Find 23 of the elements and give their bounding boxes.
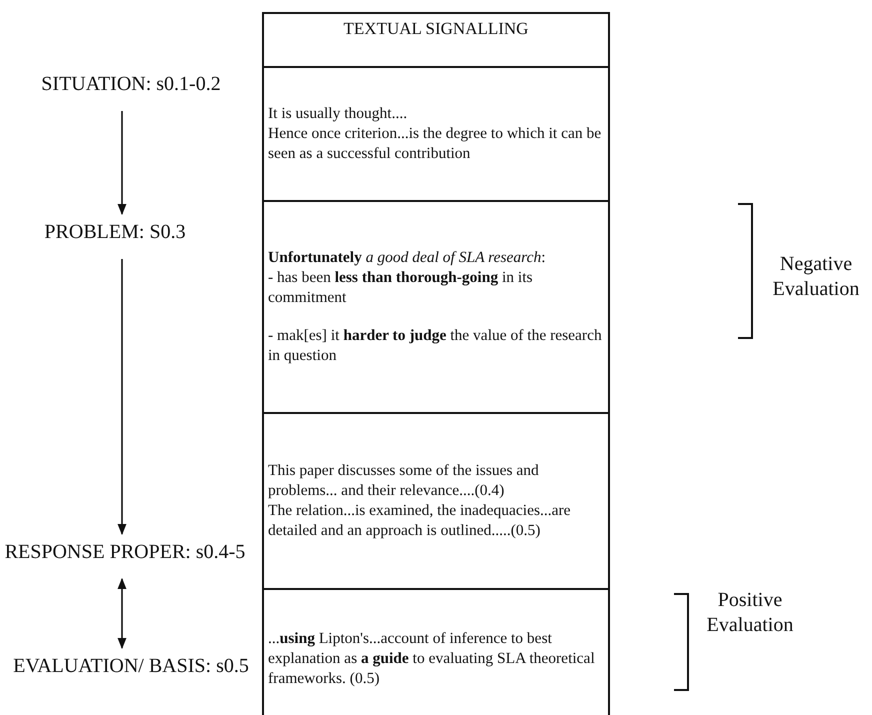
cell-text: - mak[es] it harder to judge the value of the research in question bbox=[268, 326, 603, 366]
cell-text: It is usually thought.... bbox=[268, 104, 408, 124]
cell-text: - has been less than thorough-going in its commitment bbox=[268, 268, 534, 308]
table-cell bbox=[262, 412, 610, 590]
stage-label: PROBLEM: S0.3 bbox=[0, 220, 230, 245]
arrow bbox=[118, 578, 126, 650]
annotation-label: Positive Evaluation bbox=[706, 588, 794, 638]
table-cell bbox=[262, 588, 610, 715]
cell-text: The relation...is examined, the inadequacies...are detailed and an approach is outlined.....(0.5) bbox=[268, 501, 572, 542]
cell-text: ...using Lipton's...account of inference to best explanation as a guide to evaluating SLA theoretical frameworks. (0.5) bbox=[268, 628, 596, 690]
column-heading: TEXTUAL SIGNALLING bbox=[342, 18, 530, 40]
stage-label: EVALUATION/ BASIS: s0.5 bbox=[0, 654, 262, 679]
cell-text: Hence once criterion...is the degree to which it can be seen as a successful contribution bbox=[268, 124, 602, 164]
table-cell bbox=[262, 200, 610, 414]
arrow bbox=[118, 111, 126, 216]
stage-label: SITUATION: s0.1-0.2 bbox=[0, 72, 262, 97]
cell-text: This paper discusses some of the issues and problems... and their relevance....(0.4) bbox=[268, 460, 540, 501]
table-header-cell bbox=[262, 12, 610, 68]
stage-label: RESPONSE PROPER: s0.4-5 bbox=[0, 540, 250, 565]
cell-text: Unfortunately a good deal of SLA research: bbox=[268, 248, 547, 268]
arrow bbox=[118, 259, 126, 536]
table-cell bbox=[262, 66, 610, 202]
annotation-label: Negative Evaluation bbox=[772, 252, 860, 302]
